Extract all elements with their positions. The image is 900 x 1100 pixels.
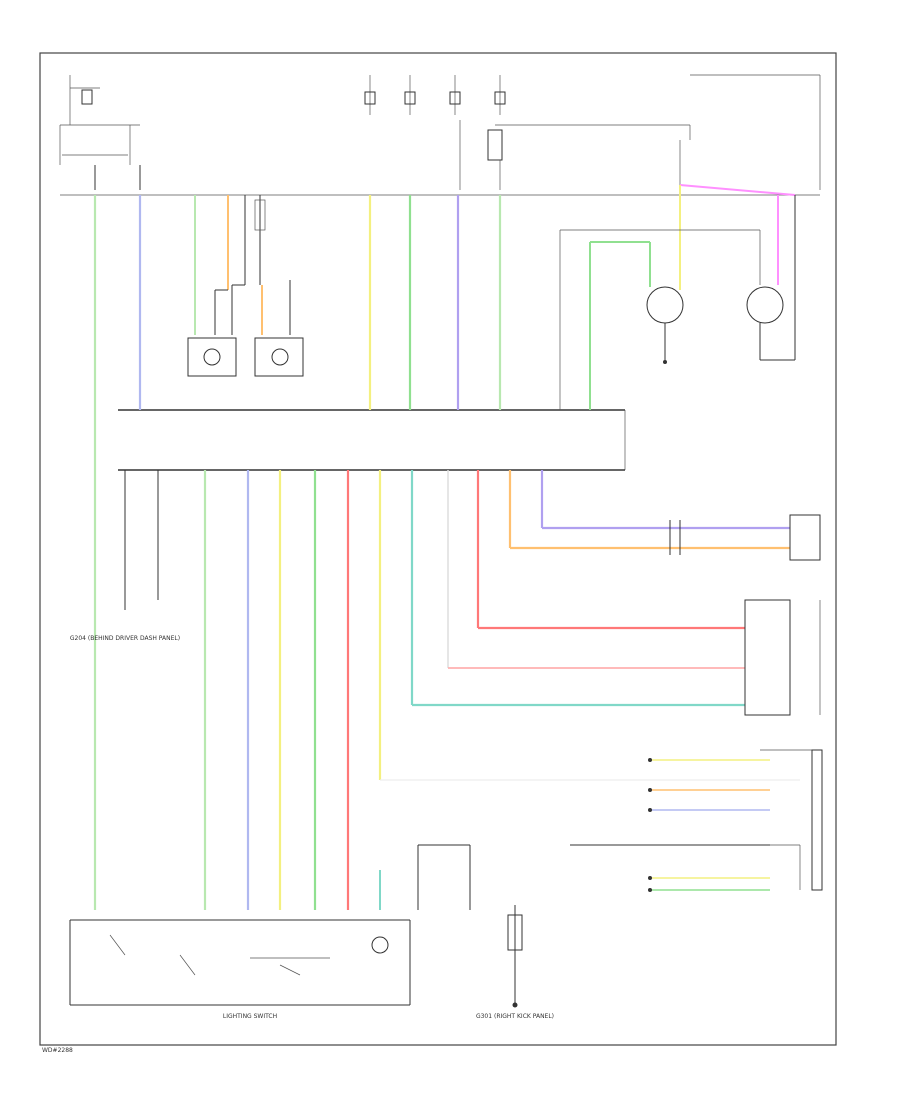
dimmer-icon — [371, 936, 389, 954]
fuse-block-center — [364, 75, 691, 190]
lighting-switch — [69, 844, 471, 1006]
sensor-right-icon — [746, 286, 784, 324]
left-motor-box — [187, 337, 237, 377]
sensor-left-icon — [646, 286, 684, 324]
fuse-block-left — [59, 75, 141, 190]
sensor-area-right-top — [559, 184, 796, 410]
left-ground-label: G204 (BEHIND DRIVER DASH PANEL) — [70, 635, 180, 642]
ground-g301 — [507, 905, 523, 1008]
diagram-frame — [39, 52, 837, 1046]
motor-group-left — [187, 195, 246, 377]
right-lower-circuits — [570, 758, 801, 892]
right-motor-icon — [271, 348, 289, 366]
right-motor-box — [254, 337, 304, 377]
footer-code: WD#2288 — [42, 1047, 73, 1054]
fuse-block-right — [690, 74, 821, 190]
ground-g301-label: G301 (RIGHT KICK PANEL) — [476, 1013, 554, 1020]
lighting-switch-label: LIGHTING SWITCH — [223, 1013, 277, 1020]
left-motor-icon — [203, 348, 221, 366]
motor-group-right — [254, 195, 304, 377]
right-connectors — [669, 514, 823, 891]
